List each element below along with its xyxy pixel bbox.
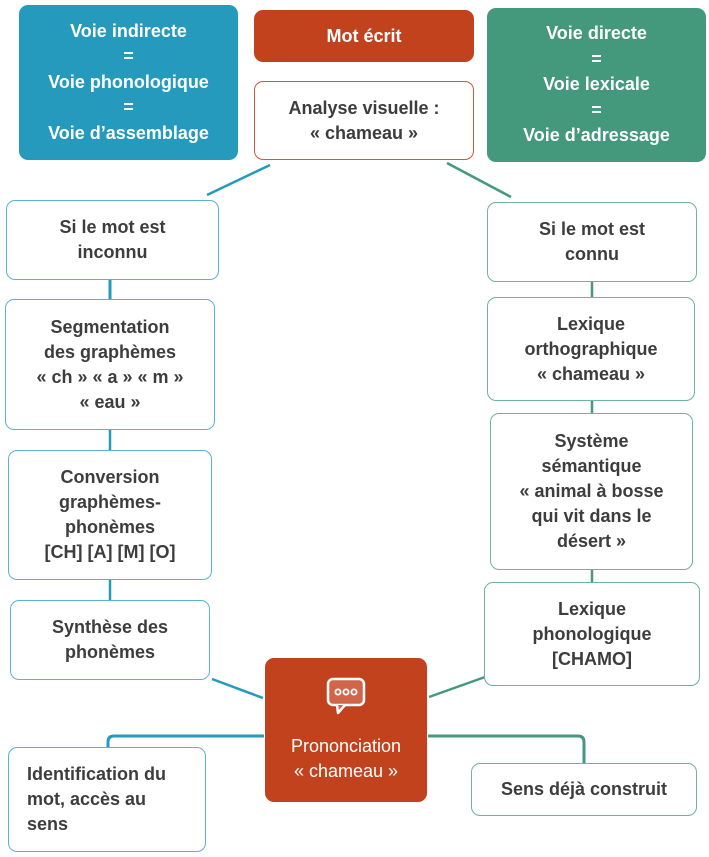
header-written-word: Mot écrit bbox=[254, 10, 474, 62]
orthographic-lexicon-node: Lexique orthographique « chameau » bbox=[487, 297, 695, 401]
text-line: sens bbox=[27, 814, 69, 834]
identification-node: Identification du mot, accès au sens bbox=[8, 747, 206, 852]
text-line: = bbox=[591, 48, 602, 69]
connector-phono-pron bbox=[428, 675, 486, 699]
text-line: Si le mot est bbox=[538, 219, 646, 239]
text-line: désert » bbox=[556, 531, 627, 551]
connector-pron-identification bbox=[106, 734, 264, 747]
text-line: Synthèse des bbox=[51, 617, 169, 637]
text-line: Identification du bbox=[27, 764, 166, 784]
text-line: « chameau » bbox=[293, 760, 399, 781]
text-line: « ch » « a » « m » bbox=[36, 366, 184, 387]
text-line: Si le mot est bbox=[59, 217, 166, 237]
text-line: Conversion bbox=[60, 467, 160, 487]
text-line: Segmentation bbox=[50, 316, 170, 337]
text-line: = bbox=[591, 99, 602, 120]
text-line: orthographique bbox=[524, 338, 658, 359]
text-line: Voie indirecte bbox=[70, 20, 187, 41]
text-line: Voie d’assemblage bbox=[48, 122, 209, 143]
text-line: = bbox=[123, 97, 134, 118]
meaning-node: Sens déjà construit bbox=[471, 763, 697, 816]
text-line: Mot écrit bbox=[326, 25, 402, 46]
connector-synthesis-pron bbox=[211, 677, 264, 700]
segmentation-node: Segmentation des graphèmes « ch » « a » … bbox=[5, 299, 215, 430]
text-line: Voie phonologique bbox=[48, 71, 209, 92]
text-line: connu bbox=[565, 244, 619, 264]
text-line: Lexique bbox=[556, 313, 626, 334]
header-indirect-route: Voie indirecte = Voie phonologique = Voi… bbox=[19, 5, 238, 160]
text-line: « animal à bosse bbox=[519, 481, 664, 501]
text-line: = bbox=[123, 46, 134, 67]
phonological-lexicon-node: Lexique phonologique [CHAMO] bbox=[484, 582, 700, 686]
text-line: « eau » bbox=[79, 391, 141, 412]
unknown-word-node: Si le mot est inconnu bbox=[6, 200, 219, 280]
text-line: [CH] [A] [M] [O] bbox=[44, 542, 176, 562]
text-line: qui vit dans le bbox=[531, 506, 652, 526]
text-line: des graphèmes bbox=[43, 341, 177, 362]
text-line: inconnu bbox=[77, 242, 148, 262]
text-line: Analyse visuelle : bbox=[288, 97, 440, 118]
known-word-node: Si le mot est connu bbox=[487, 202, 697, 282]
visual-analysis-node: Analyse visuelle : « chameau » bbox=[254, 81, 474, 160]
connector-pron-meaning bbox=[428, 734, 586, 763]
text-line: phonologique bbox=[532, 623, 652, 644]
text-line: phonèmes bbox=[64, 642, 156, 662]
conversion-node: Conversion graphèmes- phonèmes [CH] [A] … bbox=[8, 450, 212, 580]
text-line: phonèmes bbox=[64, 517, 156, 537]
header-direct-route: Voie directe = Voie lexicale = Voie d’ad… bbox=[487, 8, 706, 162]
text-line: Système bbox=[554, 431, 629, 451]
text-line: mot, accès au bbox=[27, 789, 147, 809]
text-line: « chameau » bbox=[536, 363, 646, 384]
text-line: sémantique bbox=[541, 456, 642, 476]
speech-bubble-icon bbox=[326, 677, 366, 722]
text-line: Sens déjà construit bbox=[500, 779, 668, 799]
connector-analysis-known bbox=[446, 161, 512, 199]
text-line: [CHAMO] bbox=[552, 648, 632, 669]
synthesis-node: Synthèse des phonèmes bbox=[10, 600, 210, 680]
pronunciation-node: Prononciation « chameau » bbox=[265, 658, 427, 802]
text-line: Voie directe bbox=[546, 23, 647, 44]
text-line: Prononciation bbox=[290, 735, 402, 756]
text-line: graphèmes- bbox=[58, 492, 162, 512]
semantic-system-node: Système sémantique « animal à bosse qui … bbox=[490, 413, 693, 570]
connector-analysis-unknown bbox=[206, 163, 271, 197]
text-line: Lexique bbox=[557, 598, 627, 619]
text-line: « chameau » bbox=[309, 122, 419, 143]
text-line: Voie d’adressage bbox=[523, 125, 670, 146]
text-line: Voie lexicale bbox=[543, 74, 650, 95]
